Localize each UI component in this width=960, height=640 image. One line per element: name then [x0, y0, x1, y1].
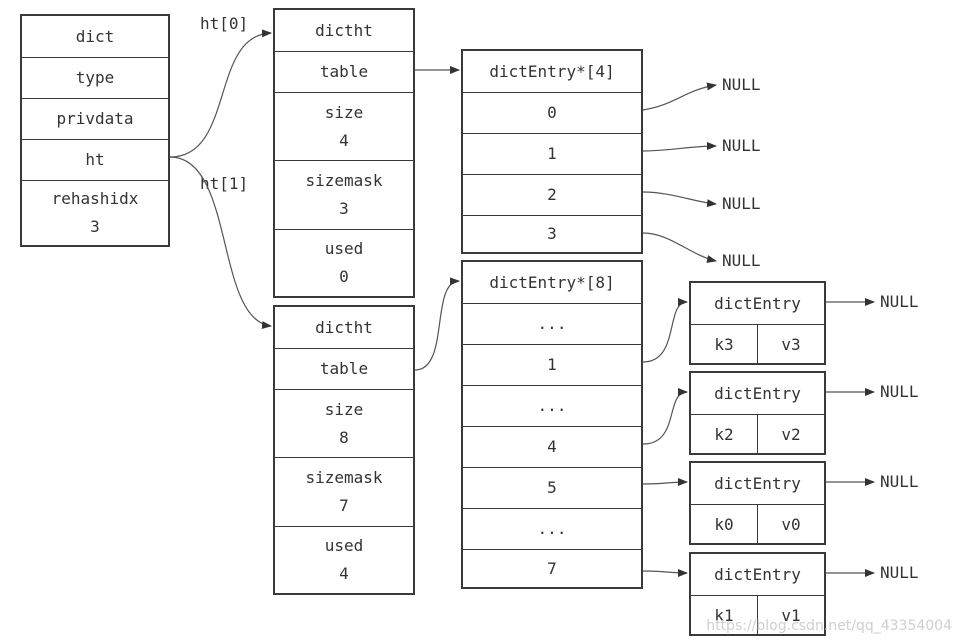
null-label: NULL: [722, 136, 761, 155]
arrow-null: [642, 142, 717, 152]
null-label: NULL: [722, 251, 761, 270]
arrow-table1: [414, 277, 460, 371]
table-array-4-title: dictEntry*[4]: [489, 61, 615, 81]
table-array-8-slot: 1: [463, 344, 641, 385]
null-label: NULL: [722, 75, 761, 94]
table-array-8-slot: ...: [463, 508, 641, 549]
arrow-ht1: [169, 156, 272, 329]
arrow-entry-k0: [642, 478, 688, 487]
arrow-null: [642, 232, 717, 263]
arrow-entry-k3: [642, 298, 688, 363]
edge-label-ht0: ht[0]: [200, 14, 249, 33]
dict-entry-k0: dictEntry k0 v0: [689, 461, 826, 545]
dict-ht-field: ht: [22, 139, 168, 180]
dict-type-field: type: [22, 57, 168, 98]
arrow-entry-k2: [642, 388, 688, 445]
dict-entry-value: v1: [757, 596, 824, 634]
dict-entry-k1: dictEntry k1 v1: [689, 552, 826, 636]
null-label: NULL: [880, 563, 919, 582]
null-label: NULL: [880, 382, 919, 401]
table-array-4-slot: 3: [463, 215, 641, 252]
null-label: NULL: [880, 472, 919, 491]
null-label: NULL: [722, 194, 761, 213]
table-array-4-slot: 0: [463, 92, 641, 133]
table-array-4-slot: 2: [463, 174, 641, 215]
dict-entry-value: v3: [757, 325, 824, 363]
dict-entry-value: v0: [757, 505, 824, 543]
arrow-ht0: [169, 29, 272, 158]
dictht-0-title: dictht: [315, 20, 373, 40]
dict-entry-kv: k1 v1: [691, 595, 824, 634]
dict-entry-key: k3: [714, 334, 734, 354]
edge-label-ht1: ht[1]: [200, 174, 249, 193]
table-array-8-slot: 4: [463, 426, 641, 467]
dict-entry-title: dictEntry: [714, 564, 801, 584]
table-array-8: dictEntry*[8] ... 1 ... 4 5 ... 7: [461, 260, 643, 589]
dict-entry-kv: k2 v2: [691, 414, 824, 453]
dict-entry-k3: dictEntry k3 v3: [689, 281, 826, 365]
dictht-1-title: dictht: [315, 317, 373, 337]
dict-entry-title: dictEntry: [714, 473, 801, 493]
dict-entry-key: k2: [714, 424, 734, 444]
dict-privdata-field: privdata: [22, 98, 168, 139]
dict-entry-kv: k3 v3: [691, 324, 824, 363]
dict-entry-title: dictEntry: [714, 293, 801, 313]
table-array-8-slot: 7: [463, 549, 641, 587]
table-array-8-title: dictEntry*[8]: [489, 272, 615, 292]
table-array-8-slot: ...: [463, 303, 641, 344]
table-array-8-slot: ...: [463, 385, 641, 426]
arrow-entry-k1: [642, 568, 688, 577]
dict-entry-key: k1: [714, 605, 734, 625]
arrow-null: [642, 82, 717, 111]
dict-entry-kv: k0 v0: [691, 504, 824, 543]
null-label: NULL: [880, 292, 919, 311]
dict-entry-key: k0: [714, 514, 734, 534]
dictht-0-table-field: table: [275, 51, 413, 92]
dictht-1-table-field: table: [275, 348, 413, 389]
dict-entry-title: dictEntry: [714, 383, 801, 403]
table-array-4: dictEntry*[4] 0 1 2 3: [461, 49, 643, 254]
watermark: https://blog.csdn.net/qq_43354004: [706, 618, 952, 634]
arrow-null: [642, 191, 717, 208]
dict-title: dict: [75, 26, 115, 46]
dict-entry-value: v2: [757, 415, 824, 453]
dict-entry-k2: dictEntry k2 v2: [689, 371, 826, 455]
table-array-8-slot: 5: [463, 467, 641, 508]
table-array-4-slot: 1: [463, 133, 641, 174]
